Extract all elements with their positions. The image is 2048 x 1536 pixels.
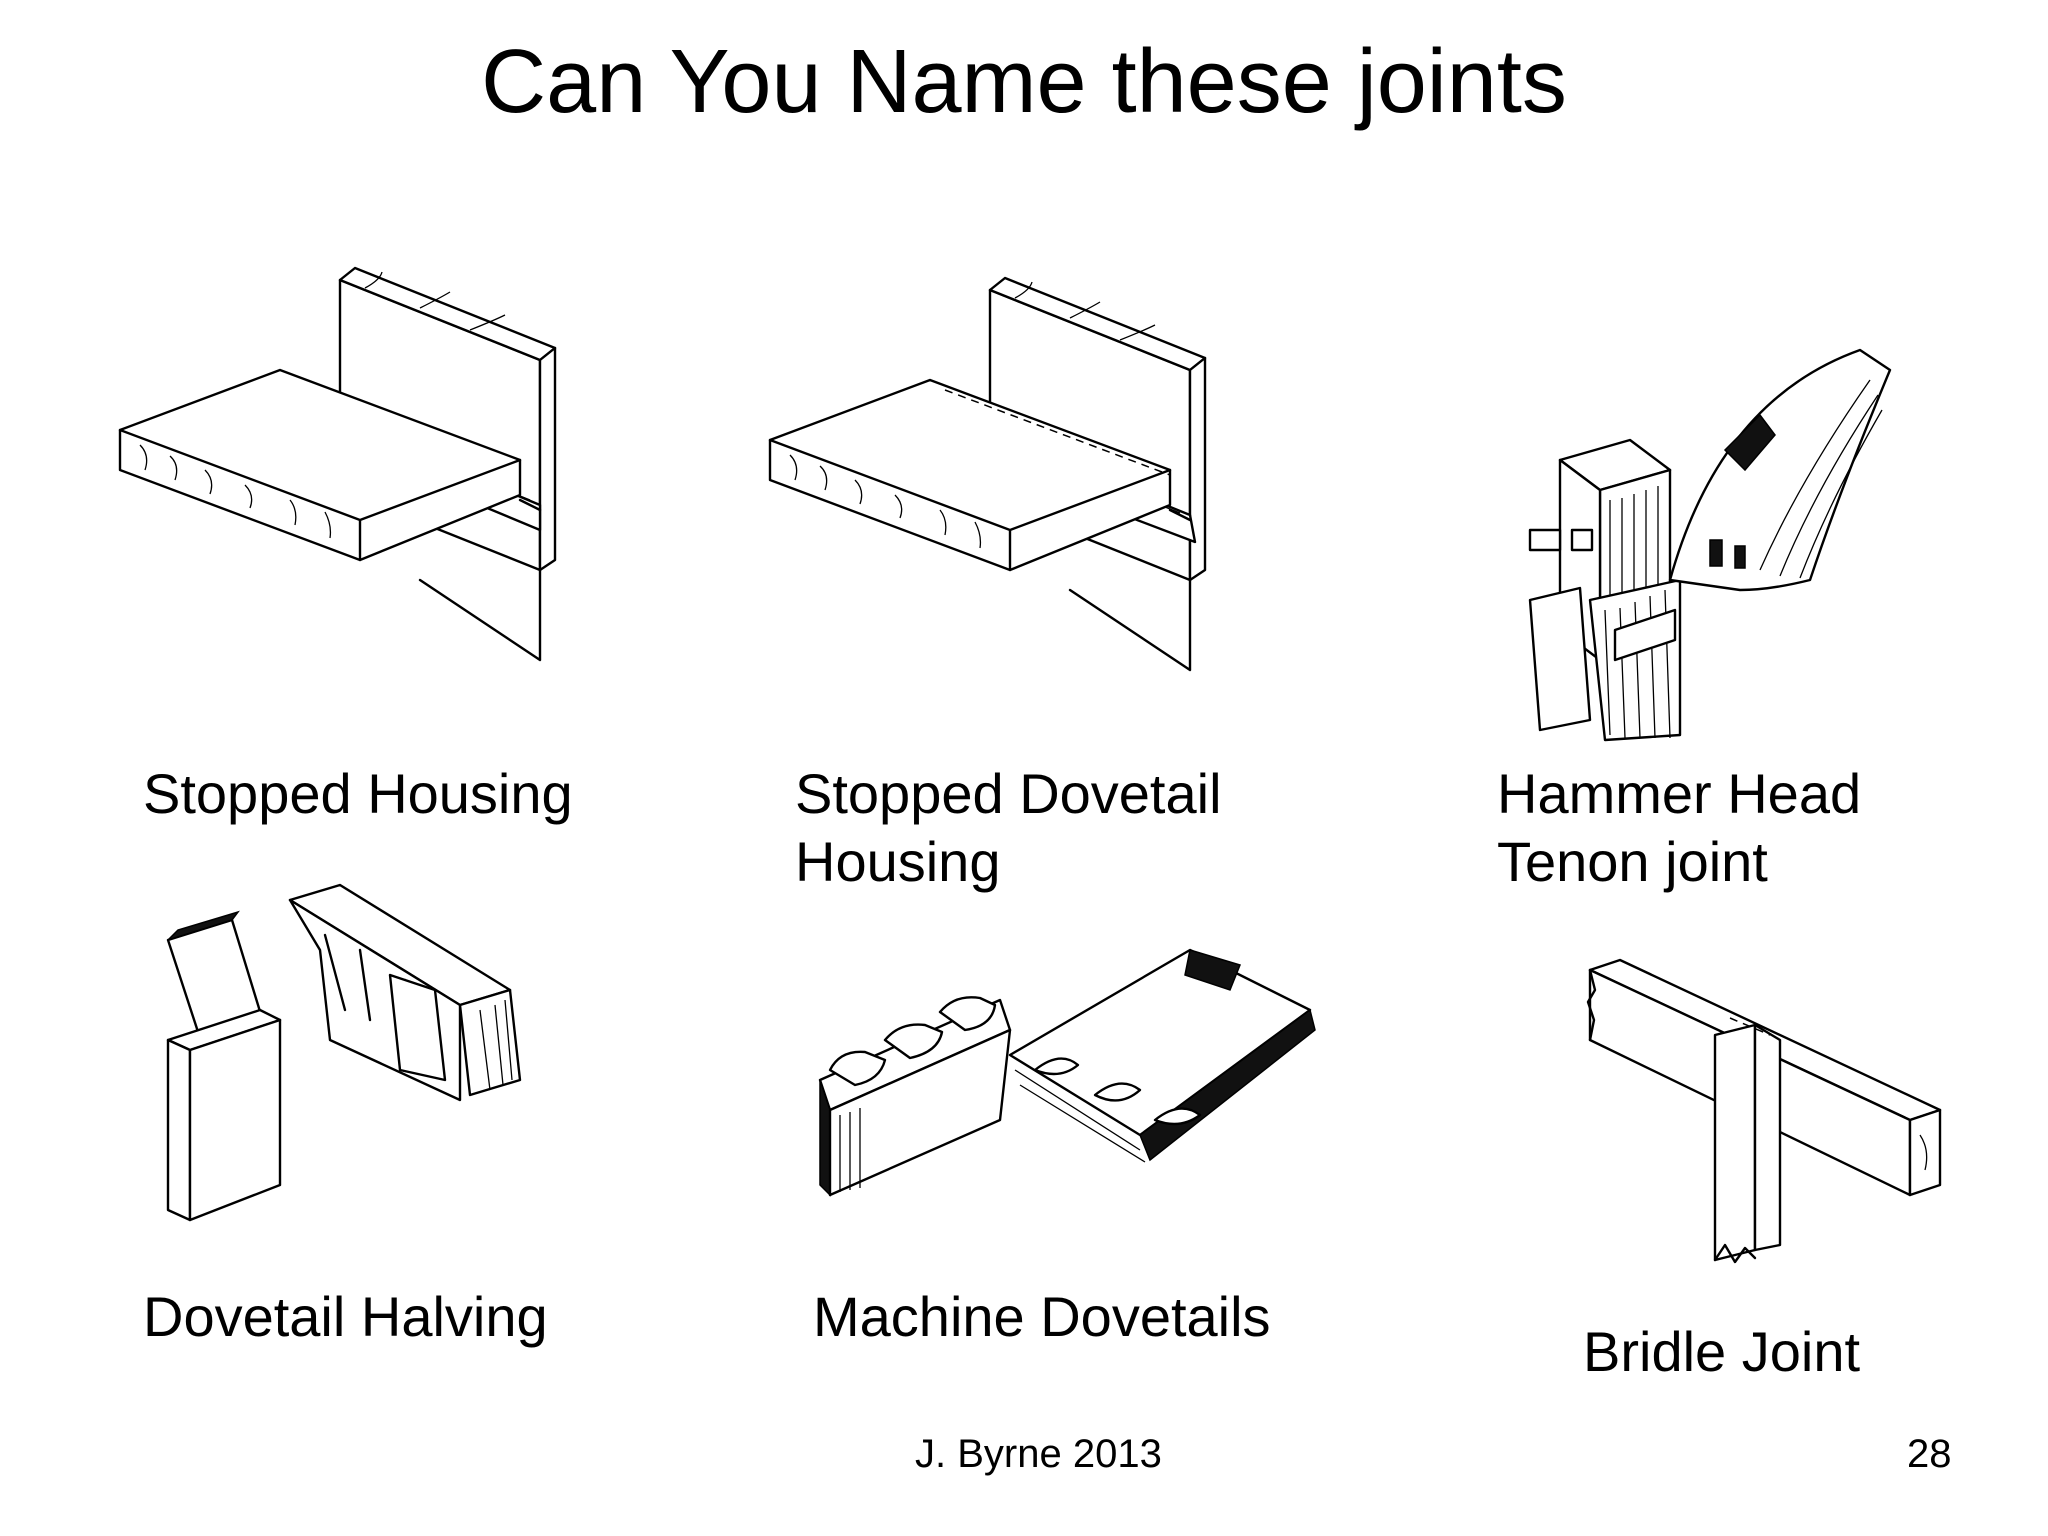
stopped-dovetail-housing-label-line-2: Housing xyxy=(795,830,1001,893)
slide-title: Can You Name these joints xyxy=(481,32,1567,132)
dovetail-halving-label: Dovetail Halving xyxy=(143,1285,548,1348)
bridle-joint-label: Bridle Joint xyxy=(1583,1320,1861,1383)
machine-dovetails-label: Machine Dovetails xyxy=(813,1285,1271,1348)
hammer-head-tenon-illustration xyxy=(1510,340,1910,740)
dovetail-halving-illustration xyxy=(160,880,540,1240)
hammer-head-tenon-label-line-1: Hammer Head xyxy=(1497,762,1862,825)
stopped-dovetail-housing-label-line-1: Stopped Dovetail xyxy=(795,762,1222,825)
bridle-joint-illustration xyxy=(1580,940,1960,1270)
author-credit: J. Byrne 2013 xyxy=(915,1432,1162,1476)
curved-member xyxy=(1670,350,1890,590)
stopped-housing-label: Stopped Housing xyxy=(143,762,573,825)
page-number: 28 xyxy=(1907,1432,1952,1476)
bridle-post xyxy=(1715,1025,1755,1260)
shelf-board xyxy=(120,370,520,560)
machine-dovetails-illustration xyxy=(810,930,1330,1210)
hammer-head-tenon-label-line-2: Tenon joint xyxy=(1497,830,1768,893)
stopped-housing-illustration xyxy=(120,280,580,710)
stopped-dovetail-housing-illustration xyxy=(770,290,1230,720)
